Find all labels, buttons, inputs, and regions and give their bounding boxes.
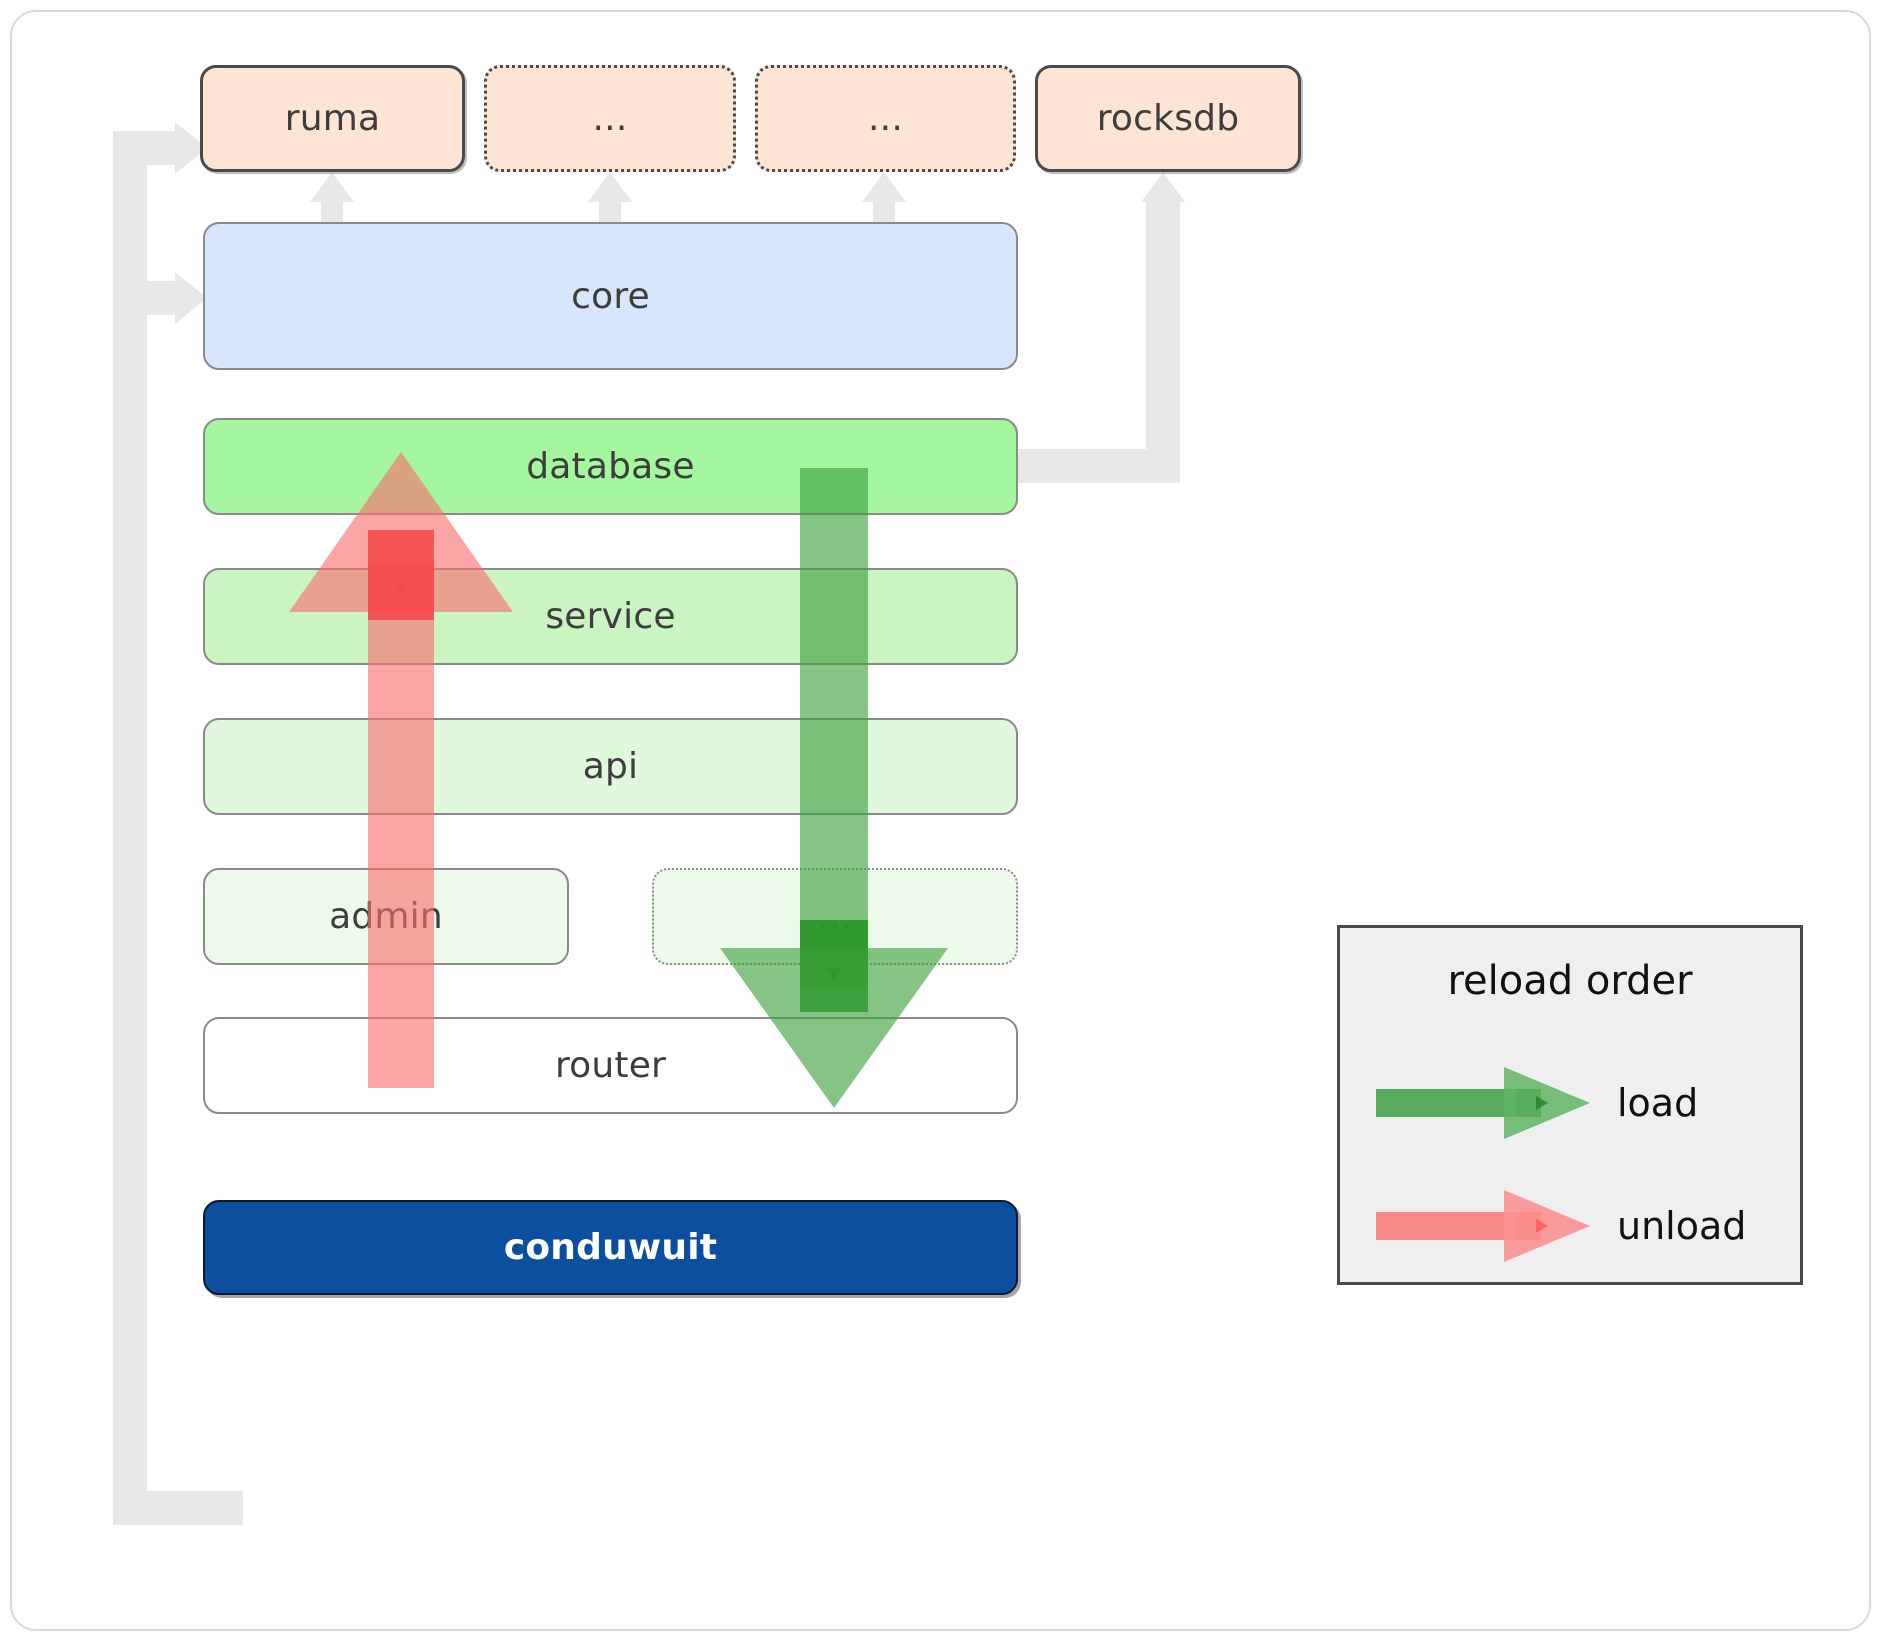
node-dep2-label: ... (592, 98, 628, 139)
connector-to-conduwuit (113, 1491, 243, 1525)
unload-arrow-notch (394, 582, 408, 594)
legend-label-unload: unload (1617, 1204, 1747, 1248)
load-arrow-icon (1376, 1053, 1591, 1153)
node-rocksdb[interactable]: rocksdb (1035, 65, 1301, 172)
connector-database-to-rocksdb-arrowhead (1141, 172, 1185, 202)
legend-item-unload: unload (1340, 1176, 1800, 1276)
node-service-label: service (545, 596, 676, 637)
legend-label-load: load (1617, 1081, 1699, 1125)
connector-core-to-ruma (321, 195, 343, 227)
node-ruma-label: ruma (284, 98, 381, 139)
node-conduwuit-label: conduwuit (503, 1227, 718, 1268)
legend-box: reload order load unload (1337, 925, 1803, 1285)
node-api[interactable]: api (203, 718, 1018, 815)
connector-core-to-dep3 (873, 195, 895, 227)
connector-to-core (113, 281, 175, 315)
node-conduwuit[interactable]: conduwuit (203, 1200, 1018, 1295)
load-arrow-notch (827, 968, 841, 980)
connector-to-ruma (113, 131, 175, 165)
node-ruma[interactable]: ruma (200, 65, 465, 172)
connector-core-to-dep2-arrowhead (588, 172, 632, 202)
legend-title: reload order (1447, 958, 1693, 1004)
connector-spine-vertical (113, 131, 147, 1525)
node-database-label: database (526, 446, 695, 487)
node-core-label: core (571, 275, 650, 317)
node-rocksdb-label: rocksdb (1096, 98, 1240, 139)
legend-item-load: load (1340, 1053, 1800, 1153)
unload-arrow-inner (368, 530, 434, 620)
unload-arrow-icon (1376, 1176, 1591, 1276)
connector-core-to-dep2 (599, 195, 621, 227)
node-dep3-label: ... (868, 98, 903, 139)
load-flow-arrow (720, 468, 948, 1108)
node-router-label: router (554, 1045, 667, 1086)
node-api-label: api (582, 746, 639, 787)
connector-database-to-rocksdb-vertical (1146, 200, 1180, 483)
connector-core-to-ruma-arrowhead (310, 172, 354, 202)
load-arrow-body (800, 468, 868, 988)
connector-to-core-arrowhead (175, 272, 207, 324)
node-core[interactable]: core (203, 222, 1018, 370)
node-dep2[interactable]: ... (484, 65, 736, 172)
unload-arrow-body (368, 562, 434, 1088)
connector-core-to-dep3-arrowhead (862, 172, 906, 202)
unload-flow-arrow (289, 452, 513, 1088)
node-dep3[interactable]: ... (755, 65, 1016, 172)
